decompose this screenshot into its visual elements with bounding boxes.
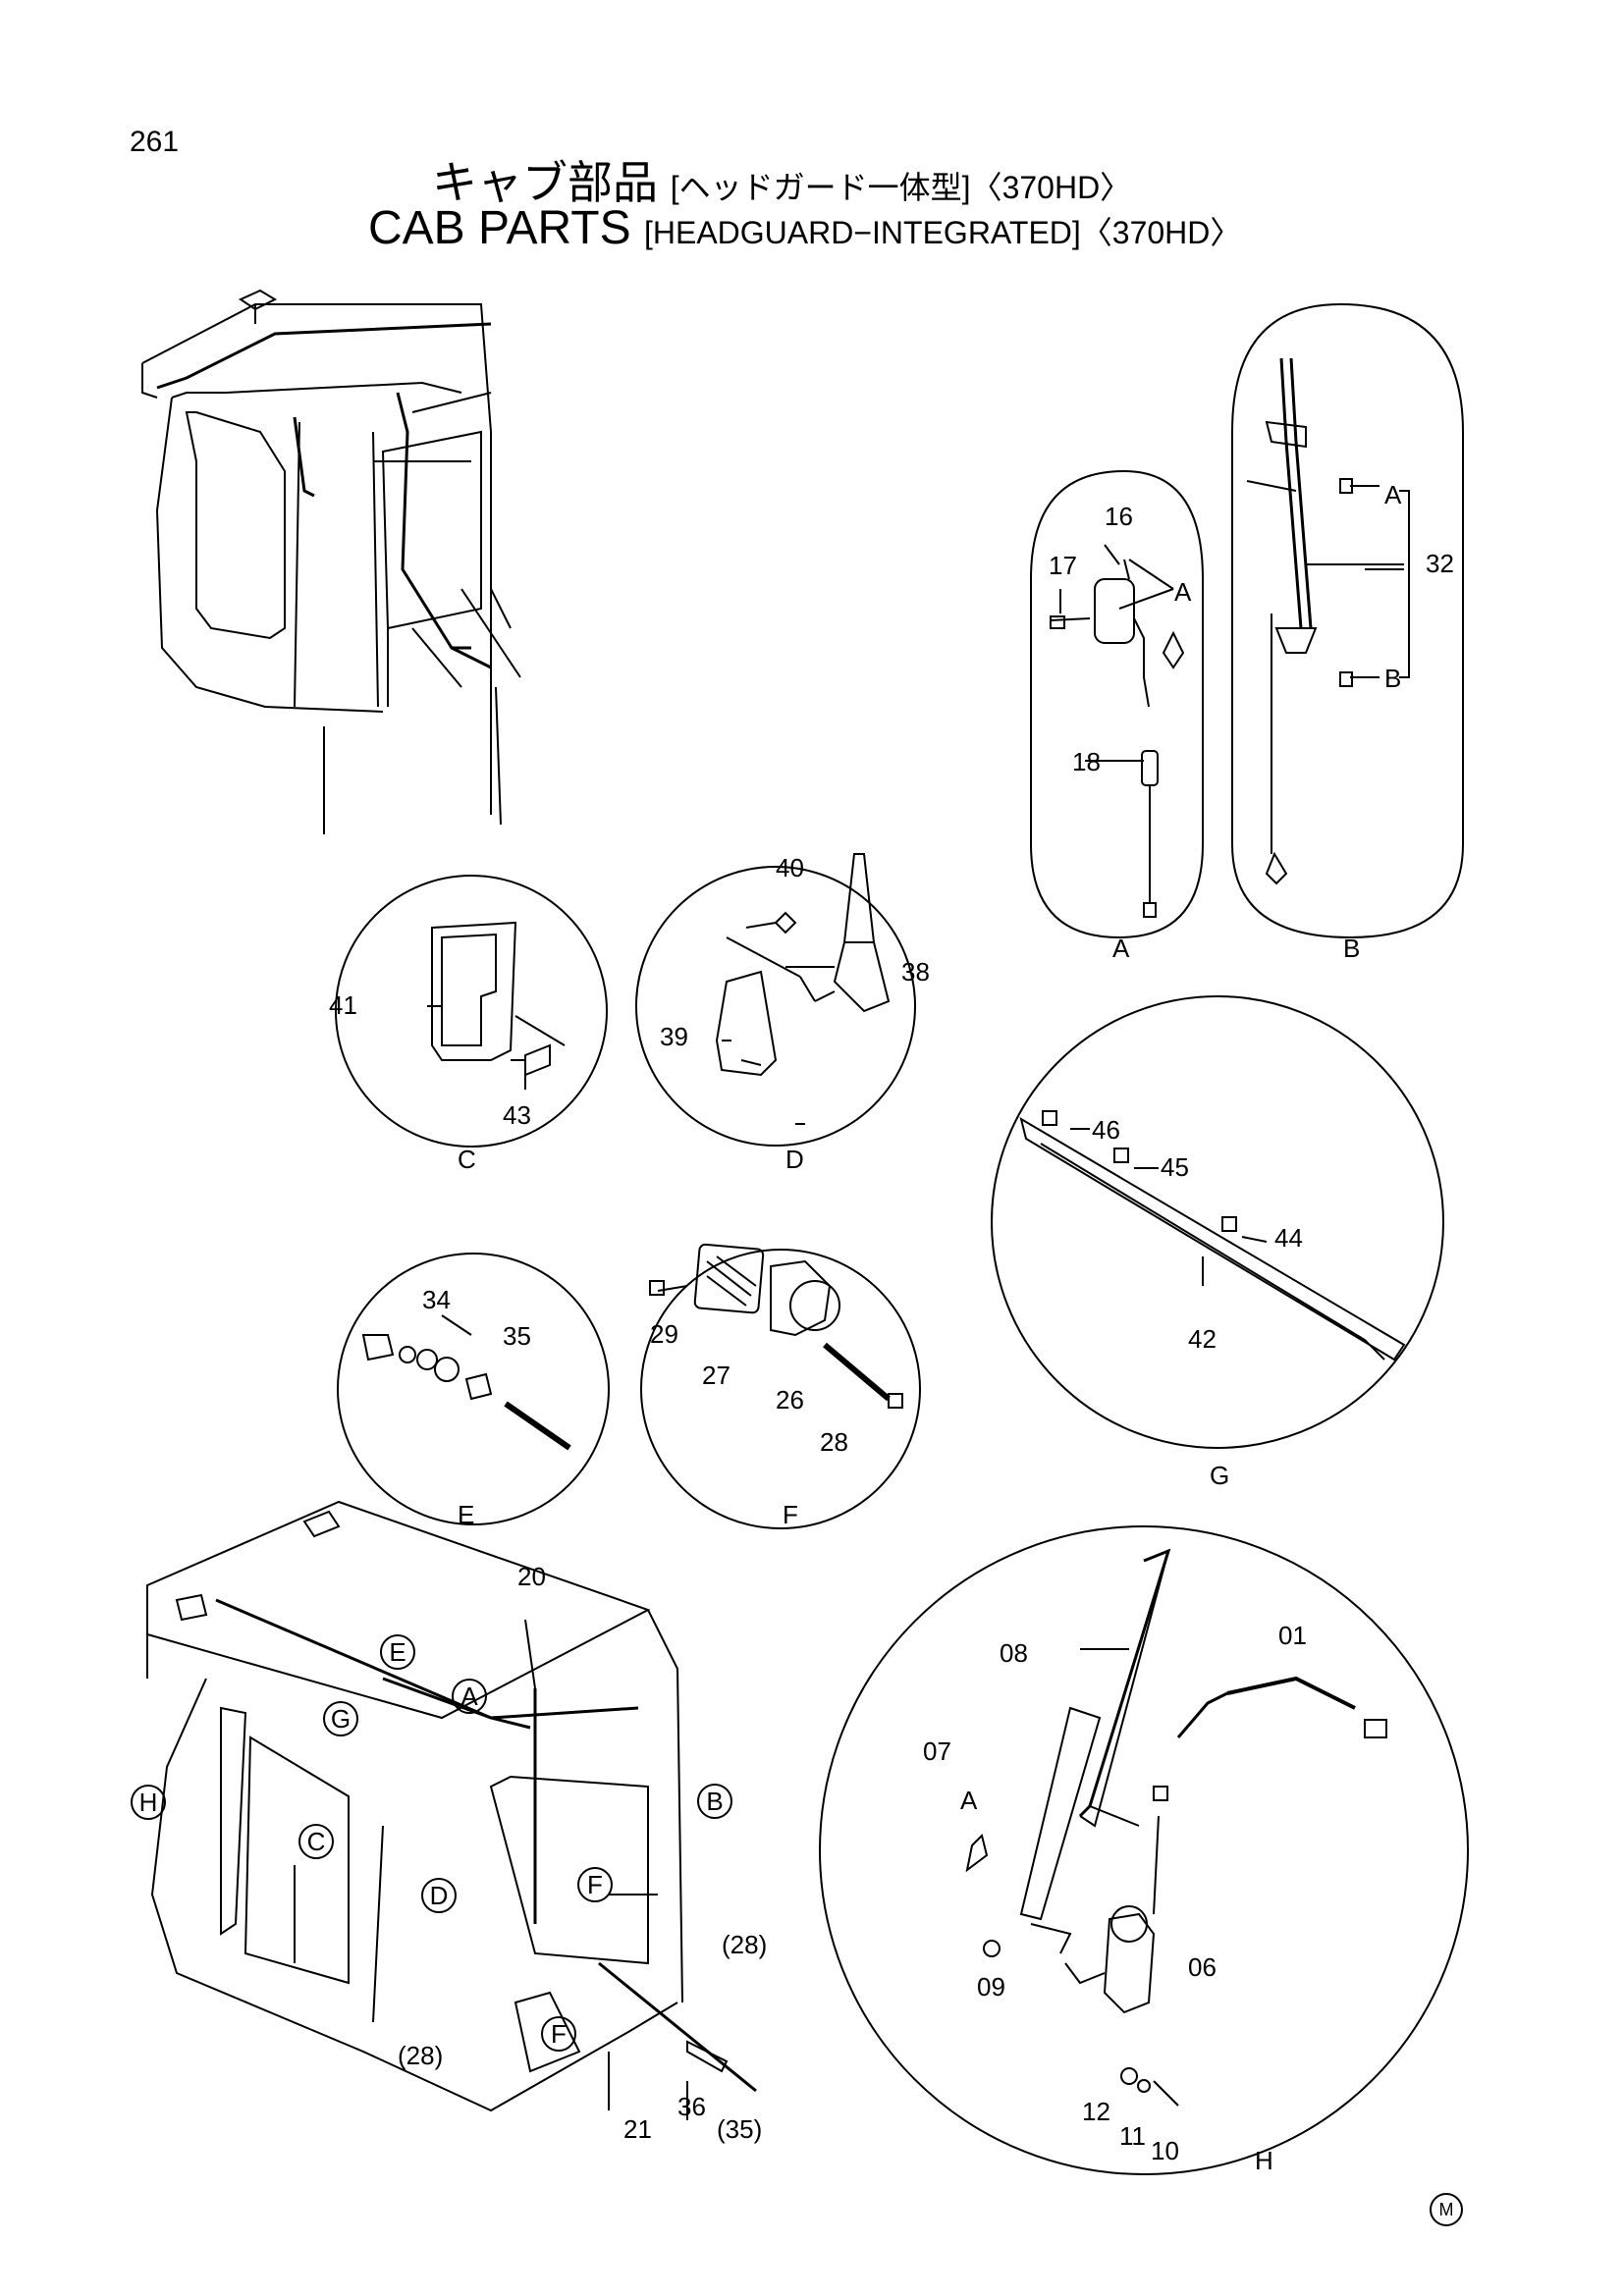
callout-45: 45 xyxy=(1161,1152,1189,1182)
locator-a: A xyxy=(460,1682,478,1711)
callout-27: 27 xyxy=(702,1361,730,1390)
letter-f-detail: F xyxy=(783,1500,798,1529)
cab-overview-bottom xyxy=(146,1500,757,2112)
letter-e-detail: E xyxy=(458,1500,474,1529)
callout-41: 41 xyxy=(329,990,357,1020)
locator-c-bubble xyxy=(298,1824,334,1859)
locator-letters: E A G B H C F D F xyxy=(139,1637,724,2049)
locator-h-bubble xyxy=(131,1785,166,1820)
callout-38: 38 xyxy=(901,957,930,987)
callout-32: 32 xyxy=(1426,549,1454,578)
title-japanese: キャブ部品 [ヘッドガード一体型]〈370HD〉 xyxy=(432,147,1131,212)
detail-b xyxy=(1231,302,1464,939)
title-en-main: CAB PARTS xyxy=(368,202,631,254)
page-number: 261 xyxy=(130,126,180,158)
callout-labels: 16 17 18 32 40 38 39 41 43 46 45 44 42 3… xyxy=(329,502,1454,2165)
locator-h: H xyxy=(139,1788,158,1817)
cab-overview-top xyxy=(141,289,521,834)
callout-28: 28 xyxy=(820,1427,848,1457)
locator-bubbles xyxy=(131,1634,732,2052)
locator-a-bubble xyxy=(452,1679,487,1714)
letter-b-ref-b: B xyxy=(1384,664,1401,693)
detail-a xyxy=(1030,469,1204,939)
callout-08: 08 xyxy=(1000,1638,1028,1668)
callout-28-paren-right: (28) xyxy=(722,1930,767,1959)
callout-43: 43 xyxy=(503,1100,531,1130)
callout-40: 40 xyxy=(776,853,804,882)
callout-42: 42 xyxy=(1188,1324,1217,1354)
detail-h xyxy=(819,1525,1469,2175)
letter-a-ref-b: A xyxy=(1384,480,1402,509)
letter-c-detail: C xyxy=(458,1145,476,1174)
locator-e: E xyxy=(389,1637,406,1667)
callout-09: 09 xyxy=(977,1972,1005,2002)
locator-d: D xyxy=(430,1881,449,1910)
detail-c xyxy=(335,875,608,1148)
detail-g xyxy=(991,995,1444,1449)
letter-b-detail: B xyxy=(1343,934,1360,963)
callout-18: 18 xyxy=(1072,747,1101,776)
locator-f-bubble-right xyxy=(577,1867,613,1902)
locator-g-bubble xyxy=(323,1701,358,1736)
letter-a-detail: A xyxy=(1112,934,1130,963)
callout-10: 10 xyxy=(1151,2136,1179,2165)
locator-e-bubble xyxy=(380,1634,415,1670)
letter-h-detail: H xyxy=(1255,2146,1273,2175)
title-jp-sub: [ヘッドガード一体型]〈370HD〉 xyxy=(670,170,1132,205)
letter-d-detail: D xyxy=(785,1145,804,1174)
callout-29: 29 xyxy=(650,1319,678,1349)
locator-c: C xyxy=(307,1827,326,1856)
detail-letters: A B C D E F G H A A B A xyxy=(458,480,1402,2175)
callout-26: 26 xyxy=(776,1385,804,1415)
bulb-part-16 xyxy=(1094,578,1159,918)
detail-e xyxy=(337,1253,610,1525)
detail-d xyxy=(635,853,916,1147)
locator-f-right: F xyxy=(587,1870,603,1899)
letter-a-ref-h: A xyxy=(960,1786,978,1815)
callout-20: 20 xyxy=(517,1562,546,1591)
circled-m-mark: M xyxy=(1430,2193,1463,2226)
callout-21: 21 xyxy=(623,2114,652,2144)
locator-f-left: F xyxy=(551,2019,567,2049)
callout-39: 39 xyxy=(660,1022,688,1051)
callout-16: 16 xyxy=(1105,502,1133,531)
title-english: CAB PARTS [HEADGUARD−INTEGRATED]〈370HD〉 xyxy=(368,201,1241,255)
callout-11: 11 xyxy=(1119,2121,1146,2151)
letter-a-inner: A xyxy=(1174,577,1192,607)
callout-06: 06 xyxy=(1188,1952,1217,1982)
detail-f xyxy=(640,1243,921,1529)
title-en-sub: [HEADGUARD−INTEGRATED]〈370HD〉 xyxy=(643,215,1242,250)
callout-12: 12 xyxy=(1082,2097,1110,2126)
leader-lines xyxy=(427,544,1404,2120)
callout-01: 01 xyxy=(1278,1621,1307,1650)
locator-b-bubble xyxy=(697,1784,732,1819)
callout-34: 34 xyxy=(422,1285,451,1314)
callout-17: 17 xyxy=(1049,551,1077,580)
title-jp-main: キャブ部品 xyxy=(432,157,658,208)
callout-28-paren-left: (28) xyxy=(398,2041,443,2070)
callout-35: 35 xyxy=(503,1321,531,1351)
callout-36: 36 xyxy=(677,2092,706,2121)
callout-44: 44 xyxy=(1274,1223,1303,1253)
callout-07: 07 xyxy=(923,1736,951,1766)
callout-46: 46 xyxy=(1092,1115,1120,1145)
callout-35-paren: (35) xyxy=(717,2114,762,2144)
letter-g-detail: G xyxy=(1210,1461,1229,1490)
locator-f-bubble-left xyxy=(541,2016,576,2052)
locator-d-bubble xyxy=(421,1878,457,1913)
locator-g: G xyxy=(331,1704,351,1734)
locator-b: B xyxy=(706,1787,723,1816)
